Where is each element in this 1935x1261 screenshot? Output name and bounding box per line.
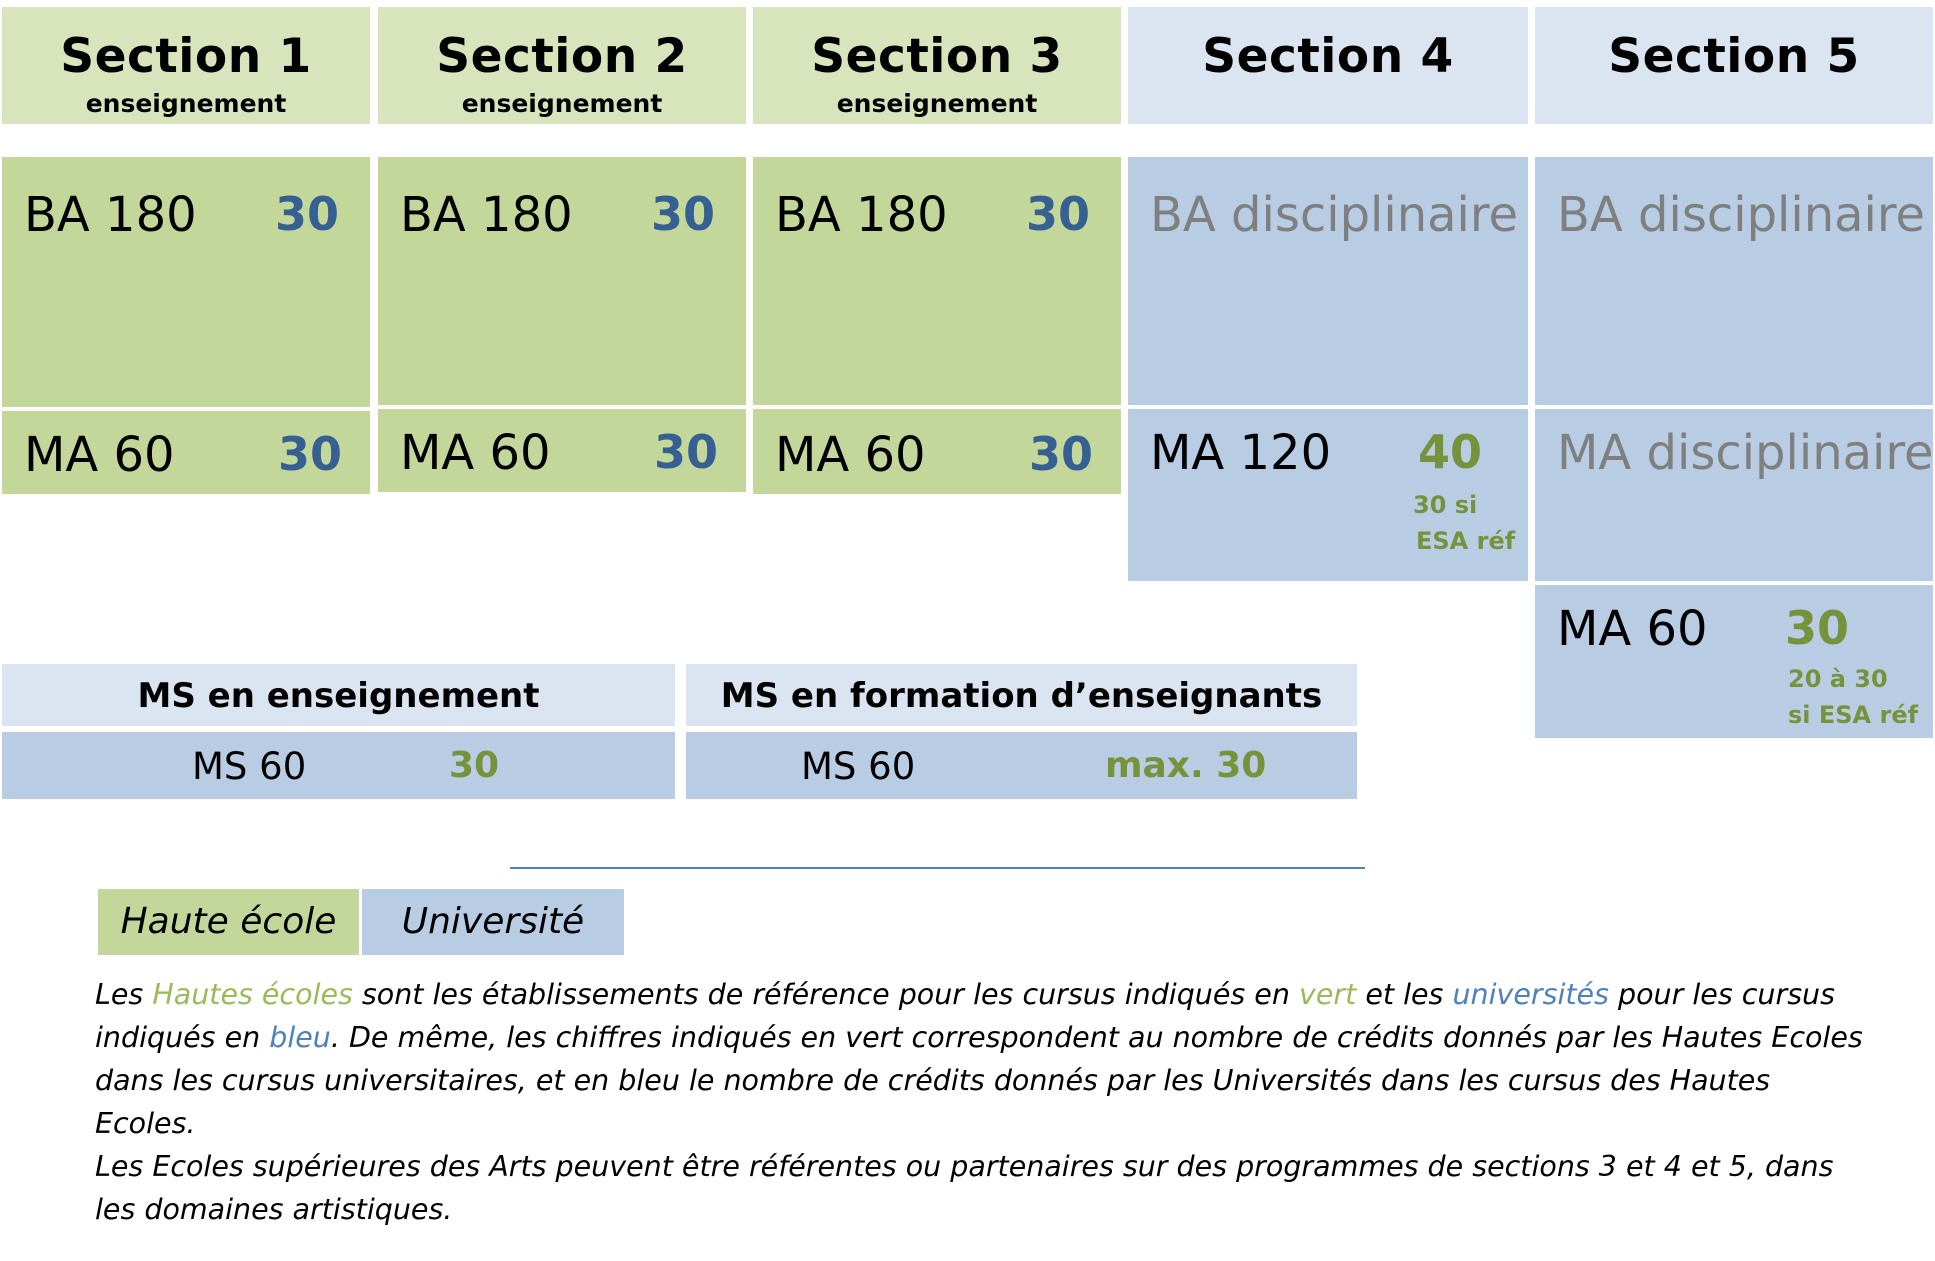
caption-universites: universités (1452, 978, 1609, 1011)
section-title: Section 2 (436, 29, 688, 84)
section-2-header: Section 2 enseignement (378, 7, 746, 124)
credit-value: 30 (278, 427, 343, 481)
section-4-ba-cell: BA disciplinaire (1128, 157, 1528, 405)
ms-header-label: MS en enseignement (137, 676, 540, 716)
program-label: BA 180 (400, 187, 573, 243)
ms-enseignement-header: MS en enseignement (2, 664, 675, 726)
section-1-ba-cell: BA 180 30 (2, 157, 370, 407)
ms-formation-header: MS en formation d’enseignants (686, 664, 1357, 726)
section-1-ma-cell: MA 60 30 (2, 411, 370, 494)
program-label: MA 60 (24, 427, 175, 483)
section-3-ba-cell: BA 180 30 (753, 157, 1121, 405)
section-5-header: Section 5 (1535, 7, 1933, 124)
credit-note: 20 à 30 (1788, 665, 1888, 693)
credit-value: max. 30 (1105, 745, 1267, 786)
ms-formation-cell: MS 60 max. 30 (686, 732, 1357, 799)
credit-value: 40 (1418, 425, 1483, 479)
credit-value: 30 (275, 187, 340, 241)
credit-note: ESA réf (1416, 527, 1516, 555)
section-3-ma-cell: MA 60 30 (753, 409, 1121, 494)
caption-paragraph-2: Les Ecoles supérieures des Arts peuvent … (95, 1150, 1834, 1226)
section-5-ma-cell: MA disciplinaire (1535, 409, 1934, 581)
program-label: BA disciplinaire (1150, 187, 1519, 243)
program-label: MA 60 (1557, 601, 1708, 657)
section-5-ma60-cell: MA 60 30 20 à 30 si ESA réf (1535, 585, 1933, 738)
caption: Les Hautes écoles sont les établissement… (95, 973, 1875, 1231)
caption-vert: vert (1298, 978, 1357, 1011)
ms-enseignement-cell: MS 60 30 (2, 732, 675, 799)
program-label: MA 60 (775, 427, 926, 483)
section-4-header: Section 4 (1128, 7, 1528, 124)
program-label: BA disciplinaire (1557, 187, 1926, 243)
section-5-ba-cell: BA disciplinaire (1535, 157, 1933, 405)
section-2-ma-cell: MA 60 30 (378, 409, 746, 492)
legend-haute-ecole: Haute école (98, 889, 359, 955)
caption-bleu: bleu (269, 1021, 331, 1054)
program-label: MS 60 (801, 745, 916, 788)
credit-note: 30 si (1413, 491, 1478, 519)
section-title: Section 3 (811, 29, 1063, 84)
credit-value: 30 (651, 187, 716, 241)
program-label: MS 60 (192, 745, 307, 788)
program-label: BA 180 (24, 187, 197, 243)
section-4-ma-cell: MA 120 40 30 si ESA réf (1128, 409, 1528, 581)
credit-value: 30 (1029, 427, 1094, 481)
credit-value: 30 (1026, 187, 1091, 241)
credit-value: 30 (654, 425, 719, 479)
credit-value: 30 (1785, 601, 1850, 655)
divider-line (510, 867, 1365, 869)
caption-paragraph-1: Les Hautes écoles sont les établissement… (95, 978, 1863, 1140)
credit-value: 30 (449, 745, 500, 786)
section-2-ba-cell: BA 180 30 (378, 157, 746, 405)
section-subtitle: enseignement (85, 89, 287, 118)
section-1-header: Section 1 enseignement (2, 7, 370, 124)
section-title: Section 4 (1202, 29, 1454, 84)
section-title: Section 1 (60, 29, 312, 84)
program-label: BA 180 (775, 187, 948, 243)
section-subtitle: enseignement (461, 89, 663, 118)
caption-hautes-ecoles: Hautes écoles (152, 978, 353, 1011)
program-label: MA 120 (1150, 425, 1332, 481)
section-3-header: Section 3 enseignement (753, 7, 1121, 124)
ms-header-label: MS en formation d’enseignants (720, 676, 1323, 716)
program-label: MA disciplinaire (1557, 425, 1934, 481)
program-label: MA 60 (400, 425, 551, 481)
section-subtitle: enseignement (836, 89, 1038, 118)
legend-universite: Université (362, 889, 624, 955)
section-title: Section 5 (1608, 29, 1860, 84)
credit-note: si ESA réf (1788, 701, 1919, 729)
